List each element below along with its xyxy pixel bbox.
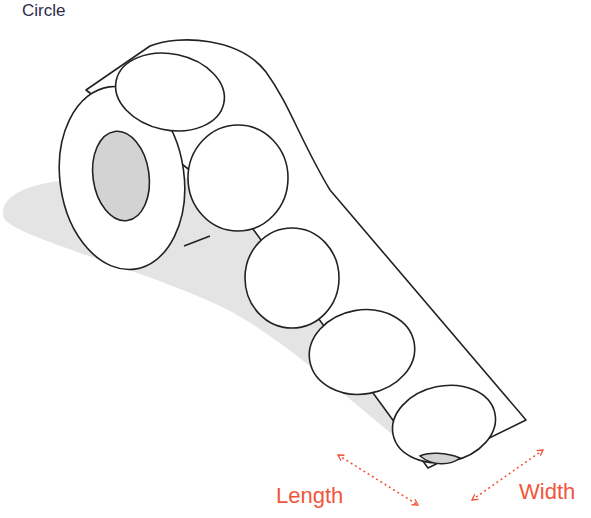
title: Circle: [22, 2, 65, 21]
dimension-label: Width: [519, 480, 575, 504]
dimension-label: Length: [276, 484, 343, 508]
length-dimension: [338, 455, 418, 505]
roll-core: [87, 128, 155, 225]
circle-label: [245, 228, 339, 328]
peeling-corner: [420, 453, 460, 464]
circle-label: [385, 376, 503, 472]
circle-label: [188, 125, 288, 231]
circle-label: [108, 43, 231, 140]
circle-label: [303, 301, 422, 402]
strip-edge: [184, 236, 210, 246]
